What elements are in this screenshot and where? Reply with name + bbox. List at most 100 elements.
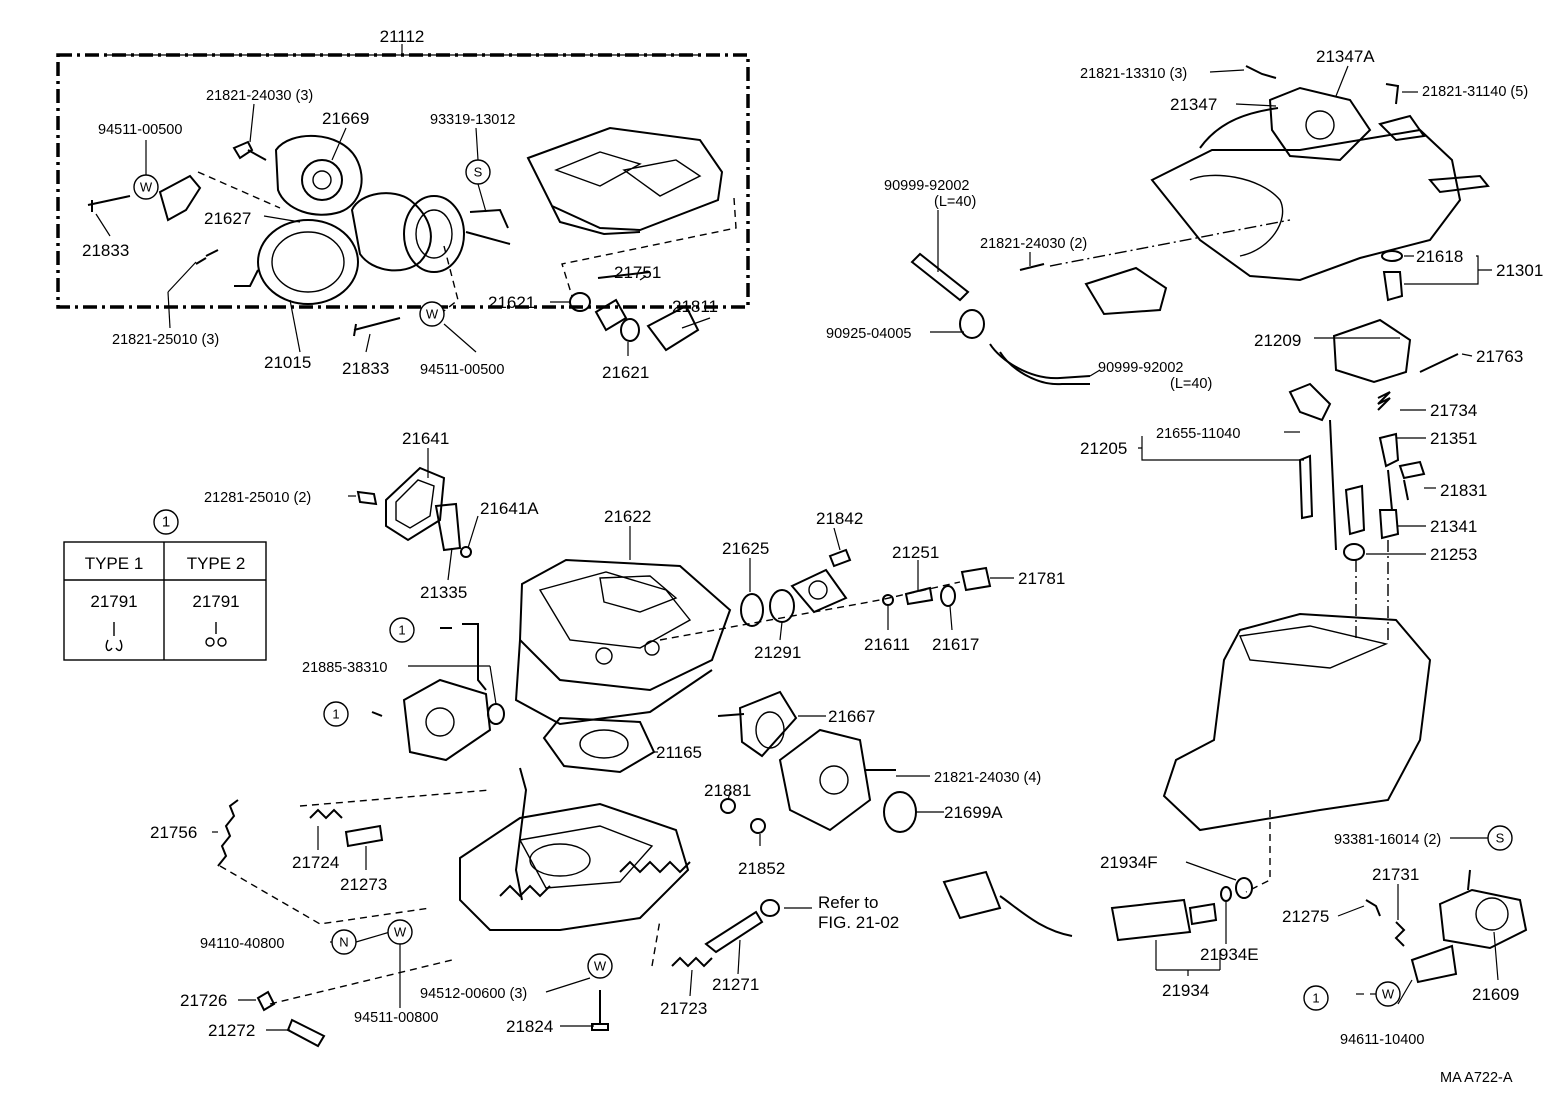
part-label: 21272 xyxy=(208,1021,255,1040)
part-label: 21821-24030 (4) xyxy=(934,770,1041,786)
part-label: 21209 xyxy=(1254,331,1301,350)
part-label: 21335 xyxy=(420,583,467,602)
group-label: 21112 xyxy=(380,27,425,46)
part-label: 21165 xyxy=(656,743,702,762)
part-label: 21842 xyxy=(816,509,863,528)
svg-text:1: 1 xyxy=(332,707,339,722)
svg-text:W: W xyxy=(1382,987,1395,1002)
part-label: 21831 xyxy=(1440,481,1487,500)
part-label: 21301 xyxy=(1496,261,1543,280)
part-label: 21934 xyxy=(1162,981,1209,1000)
part-label: 21617 xyxy=(932,635,979,654)
part-label: 21821-24030 (2) xyxy=(980,236,1087,252)
part-label: 21821-24030 (3) xyxy=(206,88,313,104)
part-label: 21641A xyxy=(480,499,539,518)
part-label: 21726 xyxy=(180,991,227,1010)
type1-title: TYPE 1 xyxy=(85,554,144,573)
part-label: 90999-92002 xyxy=(884,178,969,194)
one-symbol: 1 xyxy=(323,701,349,727)
part-label: 21934F xyxy=(1100,853,1158,872)
washer-symbol: W xyxy=(419,301,445,327)
svg-text:S: S xyxy=(474,165,483,180)
part-label: 21611 xyxy=(864,635,910,654)
one-symbol: 1 xyxy=(1303,985,1329,1011)
part-label: 21824 xyxy=(506,1017,553,1036)
part-label: 94611-10400 xyxy=(1340,1032,1424,1048)
part-label: 21751 xyxy=(614,263,661,282)
part-label: 21273 xyxy=(340,875,387,894)
part-label: 94511-00800 xyxy=(354,1010,438,1026)
svg-text:W: W xyxy=(594,959,607,974)
part-label: 21609 xyxy=(1472,985,1519,1004)
part-label: 21621 xyxy=(488,293,535,312)
part-label: 21253 xyxy=(1430,545,1477,564)
part-label: 21351 xyxy=(1430,429,1477,448)
part-label: 21821-13310 (3) xyxy=(1080,66,1187,82)
part-label: 21885-38310 xyxy=(302,660,387,676)
part-label: 21724 xyxy=(292,853,339,872)
type-table-symbol: 1 xyxy=(162,514,170,531)
part-label: 21821-31140 (5) xyxy=(1422,84,1528,100)
part-label: 21763 xyxy=(1476,347,1523,366)
part-label: 21622 xyxy=(604,507,651,526)
symbol-circles: W S W 1 1 N W W S W 1 xyxy=(133,159,1513,1011)
part-label: 21275 xyxy=(1282,907,1329,926)
type2-part: 21791 xyxy=(192,592,239,611)
part-label: 21833 xyxy=(82,241,129,260)
part-label: 21627 xyxy=(204,209,251,228)
main-carburetor-parts xyxy=(356,466,992,834)
screw-symbol: S xyxy=(465,159,491,185)
washer-symbol: W xyxy=(1375,981,1401,1007)
part-labels: 21821-24030 (3) 21669 93319-13012 94511-… xyxy=(82,47,1543,1086)
part-label: 21625 xyxy=(722,539,769,558)
part-label: 21618 xyxy=(1416,247,1463,266)
part-label: 21281-25010 (2) xyxy=(204,490,311,506)
part-label: 21251 xyxy=(892,543,939,562)
part-label: 21205 xyxy=(1080,439,1127,458)
part-label: 21731 xyxy=(1372,865,1419,884)
part-label: 93381-16014 (2) xyxy=(1334,832,1441,848)
type-table: 1 TYPE 1 TYPE 2 21791 21791 xyxy=(63,509,267,661)
part-label: 21734 xyxy=(1430,401,1477,420)
part-label: 21821-25010 (3) xyxy=(112,332,219,348)
part-label: 21291 xyxy=(754,643,801,662)
part-label: 21852 xyxy=(738,859,785,878)
part-label: 21833 xyxy=(342,359,389,378)
part-label: 94511-00500 xyxy=(420,362,504,378)
part-label: 21655-11040 xyxy=(1156,426,1240,442)
part-label: 21934E xyxy=(1200,945,1259,964)
part-label: 94511-00500 xyxy=(98,122,182,138)
part-label: 21811 xyxy=(672,297,718,316)
part-label: 21699A xyxy=(944,803,1003,822)
part-label: (L=40) xyxy=(934,194,976,210)
washer-symbol: W xyxy=(133,174,159,200)
svg-text:W: W xyxy=(394,925,407,940)
svg-text:W: W xyxy=(140,180,153,195)
group-frame-21112: 21112 xyxy=(56,27,750,309)
frame-parts xyxy=(87,126,737,352)
part-label: 21641 xyxy=(402,429,449,448)
part-label: 94512-00600 (3) xyxy=(420,986,527,1002)
part-label: 21781 xyxy=(1018,569,1065,588)
washer-symbol: W xyxy=(387,919,413,945)
svg-text:1: 1 xyxy=(398,623,405,638)
svg-text:S: S xyxy=(1496,831,1505,846)
part-label: 21756 xyxy=(150,823,197,842)
part-label: 90925-04005 xyxy=(826,326,911,342)
upper-right-parts xyxy=(910,65,1528,984)
part-label: 90999-92002 xyxy=(1098,360,1183,376)
type2-title: TYPE 2 xyxy=(187,554,246,573)
leader-lines xyxy=(95,65,1499,1031)
part-label: 21669 xyxy=(322,109,369,128)
part-label: 21881 xyxy=(704,781,751,800)
part-label: 93319-13012 xyxy=(430,112,515,128)
figure-code: MA A722-A xyxy=(1440,1070,1513,1086)
throttle-body-parts xyxy=(217,767,780,1048)
svg-text:1: 1 xyxy=(1312,991,1319,1006)
part-label: 21347A xyxy=(1316,47,1375,66)
svg-text:W: W xyxy=(426,307,439,322)
one-symbol: 1 xyxy=(389,617,415,643)
svg-text:N: N xyxy=(339,935,348,950)
part-label: 21621 xyxy=(602,363,649,382)
